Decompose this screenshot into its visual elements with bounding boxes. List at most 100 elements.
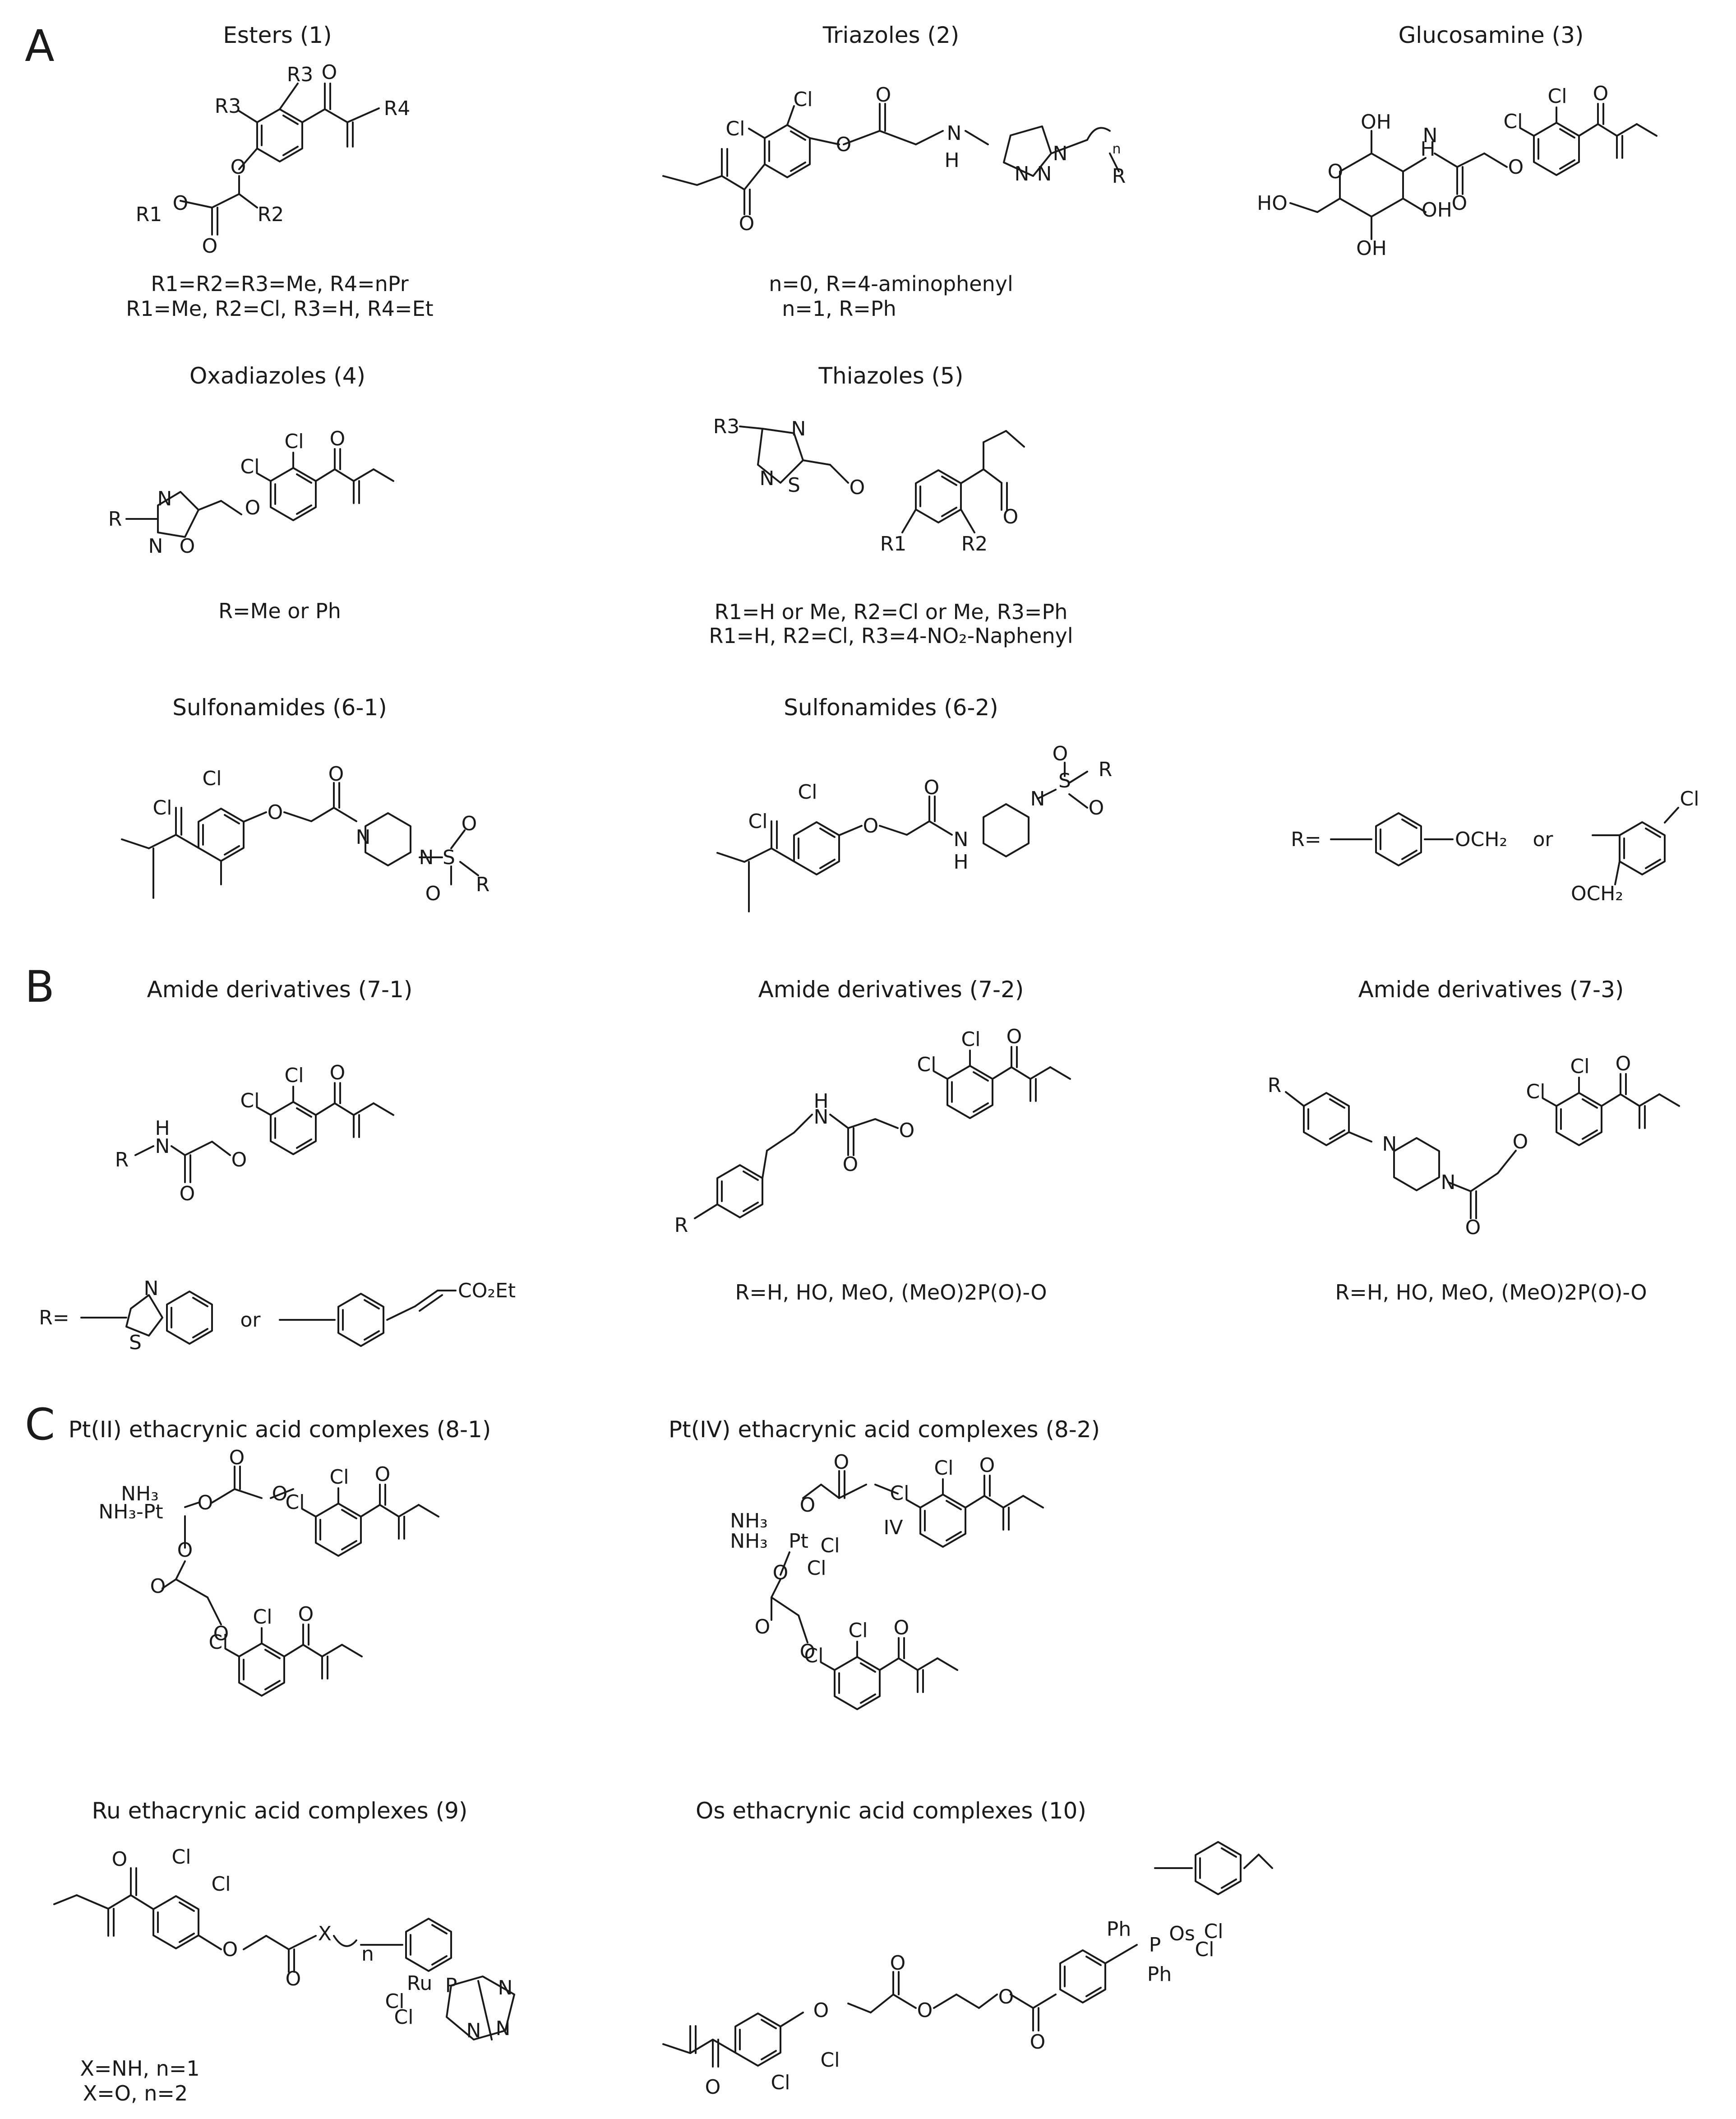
svg-text:R: R (1268, 1074, 1282, 1097)
svg-text:O: O (890, 1952, 906, 1975)
svg-text:O: O (1053, 742, 1068, 765)
caption-triazoles-1: n=0, R=4-aminophenyl (769, 272, 1013, 296)
svg-text:S: S (1058, 769, 1071, 792)
panel-title-esters: Esters (1) (223, 22, 332, 48)
svg-text:O: O (150, 1575, 166, 1598)
section-label-a: A (25, 21, 55, 71)
svg-text:N: N (1037, 162, 1052, 185)
svg-text:R: R (674, 1214, 688, 1237)
svg-text:Ph: Ph (1147, 1963, 1172, 1986)
svg-text:NH₃: NH₃ (121, 1482, 159, 1505)
svg-text:O: O (836, 133, 852, 156)
svg-text:S: S (129, 1331, 142, 1354)
svg-text:O: O (213, 1622, 229, 1645)
svg-text:R3: R3 (215, 95, 241, 118)
caption-ru-2: X=O, n=2 (83, 2081, 188, 2105)
svg-text:NH₃-Pt: NH₃-Pt (98, 1500, 163, 1523)
structure-amide-2: R N H O O (674, 1025, 1070, 1237)
svg-text:H: H (944, 149, 959, 172)
svg-text:O: O (462, 812, 477, 835)
caption-amide-2: R=H, HO, MeO, (MeO)2P(O)-O (735, 1280, 1047, 1305)
svg-text:Cl: Cl (748, 810, 768, 833)
panel-title-amide-3: Amide derivatives (7-3) (1358, 976, 1624, 1003)
svg-text:n: n (1112, 141, 1121, 157)
svg-text:O: O (222, 1938, 238, 1961)
svg-text:O: O (180, 535, 195, 558)
svg-text:O: O (231, 156, 246, 179)
svg-text:O: O (173, 192, 189, 215)
panel-title-glucosamine: Glucosamine (3) (1399, 22, 1584, 48)
svg-text:P: P (445, 1974, 457, 1997)
structure-amide-1: R N H O O (115, 1061, 393, 1205)
svg-text:O: O (1452, 192, 1468, 215)
structure-amide-r-options: R= N S or CO₂Et (39, 1277, 516, 1354)
svg-text:Cl: Cl (394, 2006, 414, 2029)
svg-text:O: O (998, 1985, 1014, 2008)
svg-text:Cl: Cl (203, 767, 222, 790)
svg-text:Pt: Pt (789, 1530, 808, 1553)
svg-text:O: O (850, 476, 865, 499)
svg-text:OH: OH (1422, 199, 1452, 222)
svg-text:O: O (268, 801, 283, 824)
svg-text:R: R (108, 508, 122, 531)
svg-text:O: O (180, 1182, 195, 1205)
panel-title-thiazoles: Thiazoles (5) (818, 363, 963, 389)
svg-text:O: O (773, 1561, 789, 1584)
svg-text:O: O (198, 1491, 213, 1514)
section-label-b: B (25, 962, 55, 1012)
svg-text:R1: R1 (136, 203, 162, 226)
svg-text:O: O (863, 814, 879, 837)
amide-r-label: R= (39, 1306, 69, 1329)
svg-text:Ph: Ph (1107, 1918, 1131, 1941)
structure-oxadiazoles: R N N O O (108, 427, 393, 558)
svg-text:Cl: Cl (794, 88, 813, 111)
svg-text:Cl: Cl (771, 2071, 790, 2094)
svg-text:Cl: Cl (1204, 1920, 1224, 1943)
svg-text:OH: OH (1356, 237, 1387, 260)
svg-text:O: O (112, 1848, 128, 1871)
caption-triazoles-2: n=1, R=Ph (782, 296, 896, 321)
sulfonyl-r-label: R= (1291, 828, 1321, 851)
svg-text:O: O (1089, 796, 1104, 819)
svg-text:O: O (1003, 505, 1019, 528)
sulfonyl-r-sub1: OCH₂ (1455, 828, 1507, 851)
svg-text:IV: IV (883, 1516, 903, 1539)
svg-text:O: O (177, 1539, 193, 1562)
structure-sulfonamides-1: Cl Cl O O N N S O O R (121, 763, 489, 905)
panel-title-sulfonamides-1: Sulfonamides (6-1) (172, 694, 387, 721)
caption-thiazoles-1: R1=H or Me, R2=Cl or Me, R3=Ph (715, 600, 1068, 624)
svg-text:O: O (229, 1446, 245, 1469)
svg-text:O: O (245, 496, 261, 519)
svg-text:Cl: Cl (172, 1846, 191, 1869)
svg-text:O: O (739, 212, 755, 235)
svg-text:O: O (1465, 1216, 1481, 1239)
svg-text:H: H (813, 1090, 828, 1113)
svg-text:Cl: Cl (153, 796, 172, 819)
svg-text:X: X (318, 1922, 332, 1945)
structure-esters: O R4 R3 R3 O O R1 R2 O (136, 61, 411, 258)
svg-text:O: O (1030, 2031, 1046, 2054)
svg-text:N: N (356, 826, 371, 849)
svg-text:N: N (760, 467, 775, 490)
amide-r-or: or (240, 1309, 261, 1332)
svg-text:N: N (498, 1976, 513, 1999)
caption-thiazoles-2: R1=H, R2=Cl, R3=4-NO₂-Naphenyl (709, 624, 1073, 648)
svg-text:Cl: Cl (798, 781, 817, 804)
panel-title-os: Os ethacrynic acid complexes (10) (696, 1798, 1086, 1824)
svg-text:N: N (419, 846, 434, 869)
structure-amide-3: R N N O O (1268, 1052, 1679, 1239)
panel-title-oxadiazoles: Oxadiazoles (4) (189, 363, 365, 389)
svg-text:N: N (791, 417, 806, 440)
svg-text:O: O (231, 1148, 247, 1171)
svg-text:R2: R2 (258, 203, 284, 226)
svg-text:N: N (466, 2019, 481, 2042)
structure-glucosamine: O OH N H OH OH HO O O (1257, 82, 1657, 260)
svg-text:S: S (443, 846, 455, 869)
svg-text:Cl: Cl (212, 1873, 231, 1896)
svg-text:R4: R4 (384, 97, 411, 120)
structure-thiazoles: R3 N N S O O R1 R2 (713, 415, 1025, 555)
svg-text:O: O (202, 235, 218, 258)
structure-pt4: NH₃ NH₃ Pt Cl Cl O O IV O O O (730, 1451, 1043, 1709)
svg-text:O: O (876, 83, 891, 106)
svg-text:O: O (899, 1119, 915, 1142)
